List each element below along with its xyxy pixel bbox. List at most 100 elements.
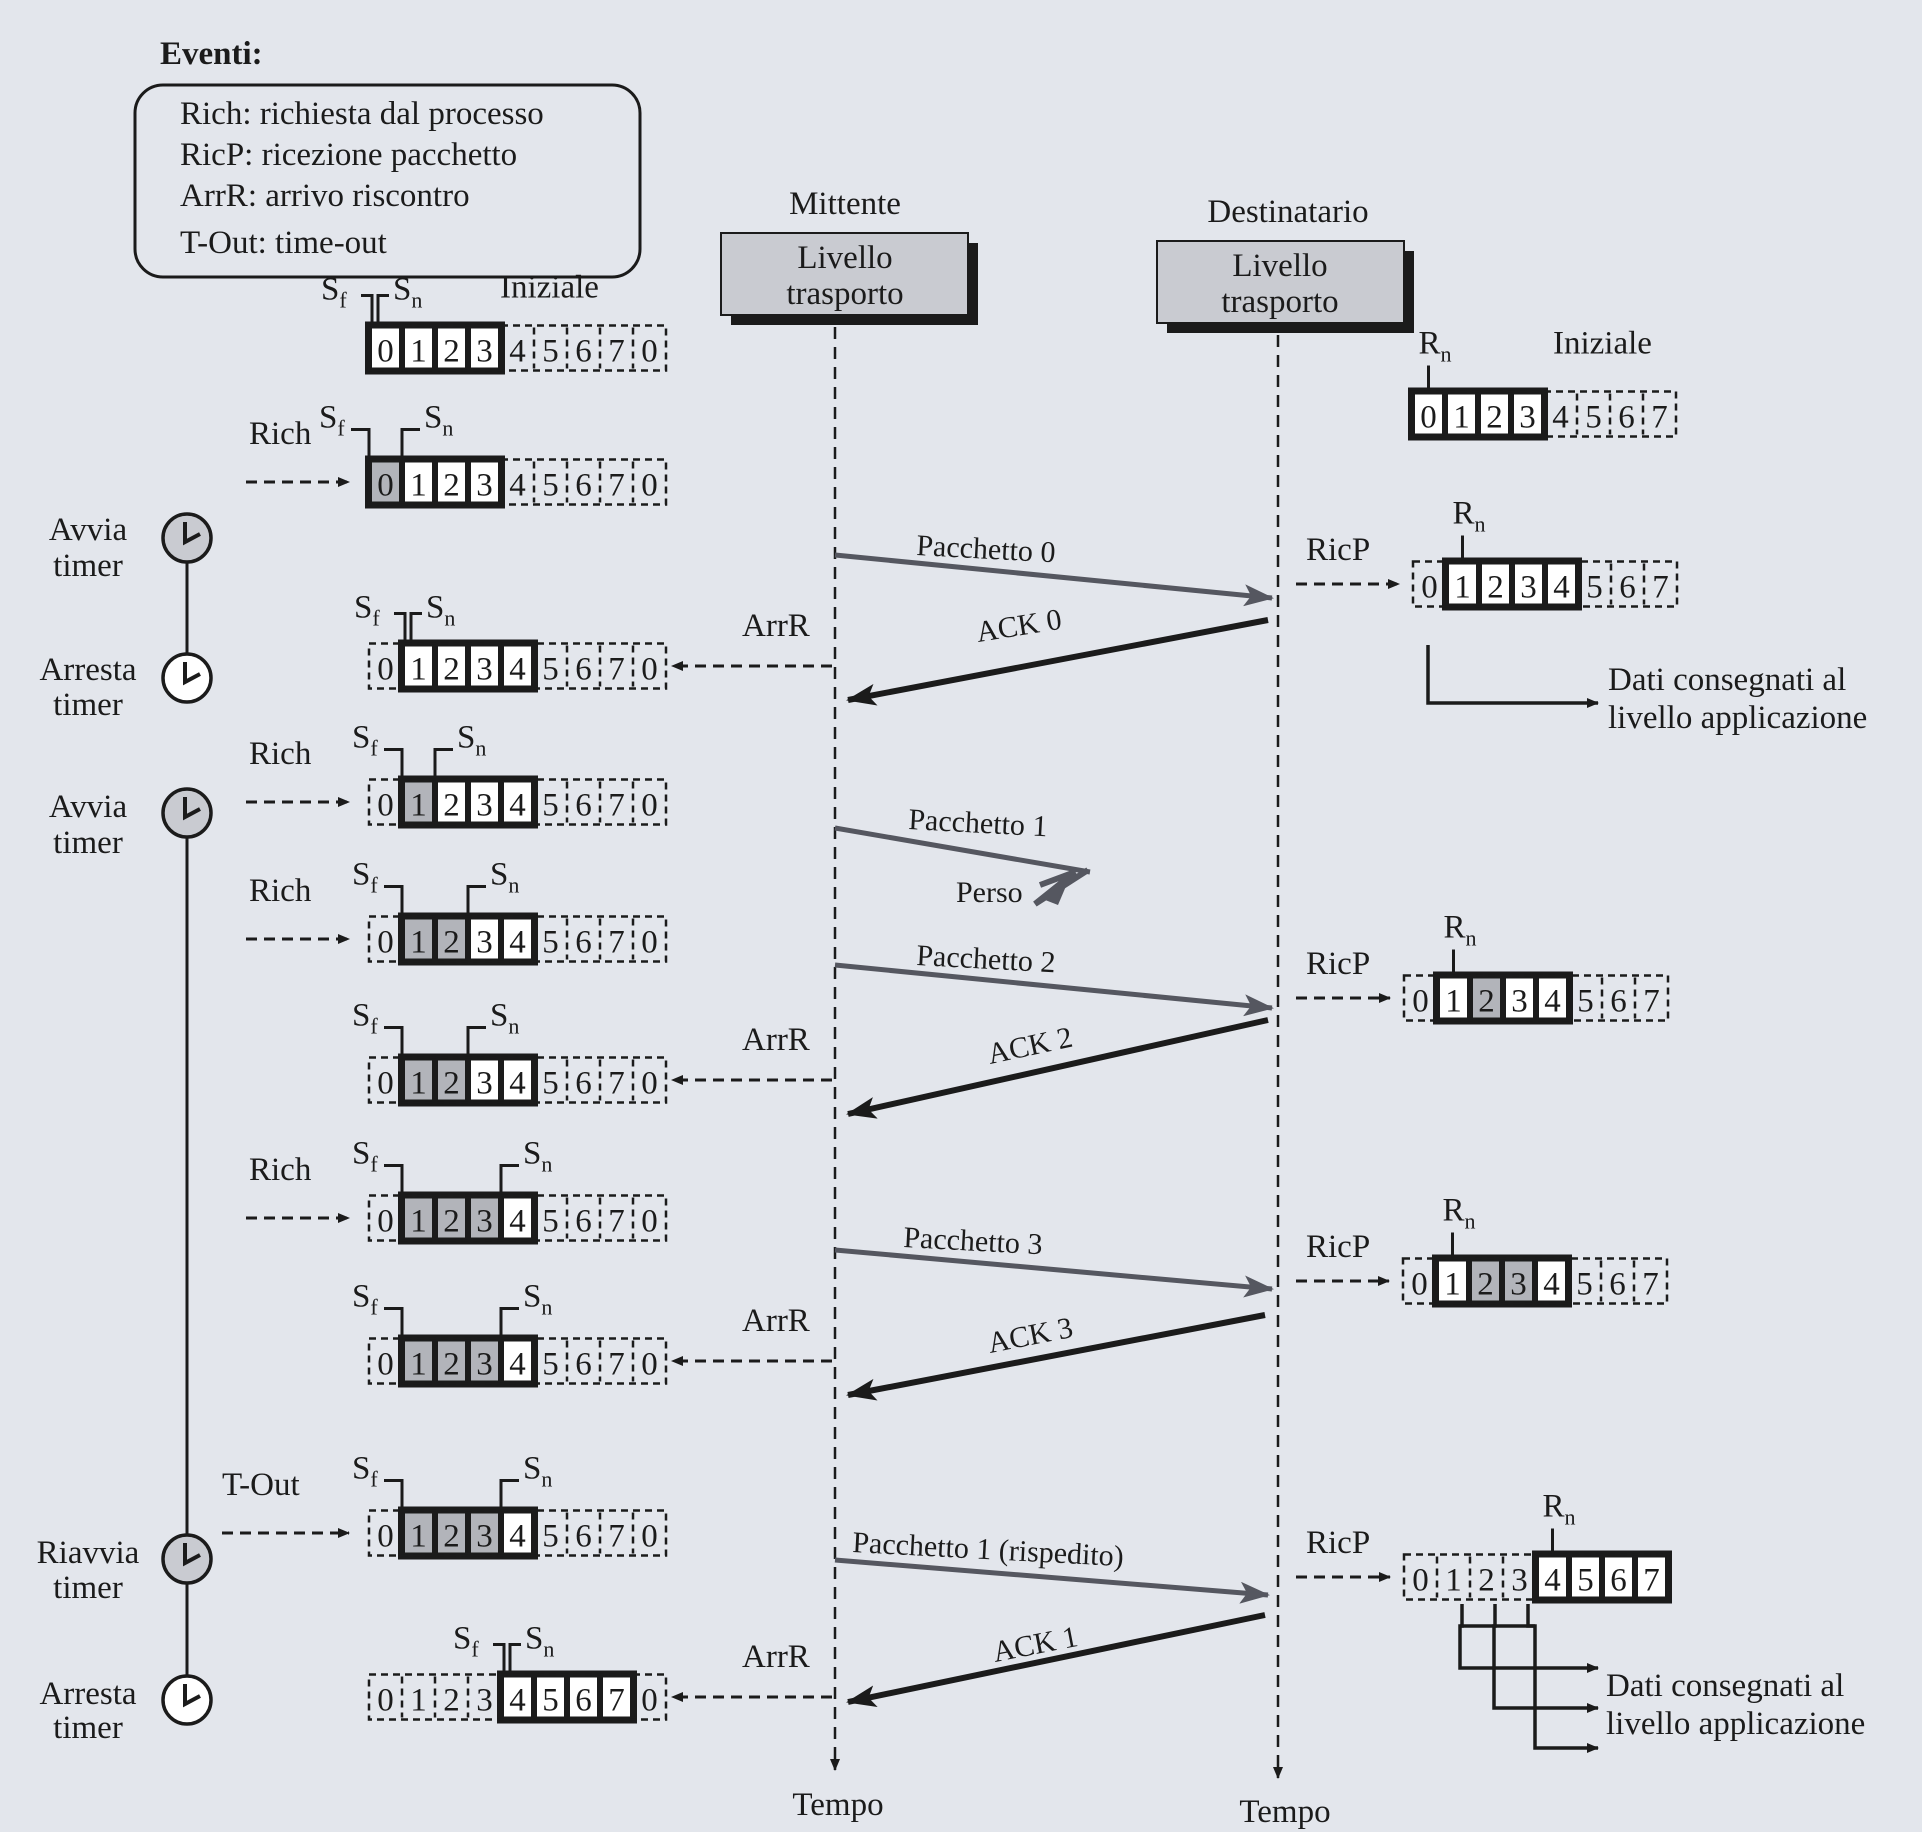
sequence-cell [504,646,531,686]
sequence-number: 6 [575,468,592,504]
sequence-number: 2 [1477,1267,1494,1303]
sequence-number: 0 [377,652,394,688]
sequence-cell [537,1677,564,1717]
sf-pointer [384,1307,404,1335]
sn-label: Sn [523,1279,552,1320]
sn-pointer [466,885,486,913]
message-arrow [834,1557,1270,1604]
sequence-number: 2 [443,1347,460,1383]
sequence-number: 0 [641,652,658,688]
ack-message: ACK 1 [846,1612,1266,1708]
sequence-cell [1481,394,1508,434]
clock-hands [183,662,201,686]
sequence-cell [438,328,465,368]
receiver-layer-line2: trasporto [1221,284,1338,320]
sequence-number: 1 [410,1066,427,1102]
sequence-number: 0 [1411,1267,1428,1303]
sequence-number: 4 [1544,1563,1561,1599]
lost-arrowhead [1040,872,1072,905]
sequence-number: 5 [542,1204,559,1240]
sequence-number: 3 [1511,984,1528,1020]
receiver-header: Destinatario Livello trasporto [1156,194,1414,333]
sequence-number: 1 [410,788,427,824]
sequence-number: 0 [1412,984,1429,1020]
event-request: Rich [246,1152,350,1223]
sender-box [720,232,969,316]
sequence-number: 1 [410,1683,427,1719]
sequence-number: 4 [509,1519,526,1555]
sn-label: Sn [525,1621,554,1662]
sequence-number: 4 [509,1347,526,1383]
message-label: Pacchetto 1 [908,803,1049,843]
sequence-cell [504,919,531,959]
event-label: RicP [1306,1229,1370,1265]
clock-hands [183,797,201,821]
event-ack-arrival: ArrR [671,1639,832,1702]
sequence-number: 2 [443,1683,460,1719]
sn-label: Sn [426,590,455,631]
event-label: Rich [249,736,312,772]
sequence-number: 0 [641,925,658,961]
sn-label: Sn [393,272,422,313]
timer-label-line1: Arresta [39,1676,136,1712]
sequence-number: 2 [443,1204,460,1240]
sequence-outline [367,778,668,826]
sn-label: Sn [424,400,453,441]
event-request: Rich [246,736,350,807]
sequence-number: 7 [1643,984,1660,1020]
ack-message: ACK 0 [846,603,1269,706]
receiver-role: Destinatario [1207,194,1368,230]
message-arrow [834,962,1274,1017]
sequence-number: 2 [443,1066,460,1102]
sequence-number: 1 [1454,570,1471,606]
sequence-number: 6 [1610,984,1627,1020]
sequence-cell [372,462,399,502]
sequence-number: 7 [608,652,625,688]
legend-title: Eventi: [160,36,263,72]
sequence-number: 0 [641,1066,658,1102]
sequence-number: 0 [377,1204,394,1240]
sequence-number: 3 [476,1066,493,1102]
sequence-cell [471,328,498,368]
sequence-number: 0 [641,1347,658,1383]
sequence-cell [1515,564,1542,604]
window-pointers: Sf Sn [352,1279,552,1335]
delivery-arrow [1526,1604,1599,1753]
sequence-number: 5 [1576,1267,1593,1303]
rn-label: Rn [1419,326,1452,367]
sequence-number: 3 [476,1347,493,1383]
sender-role: Mittente [789,186,901,222]
sender-header: Mittente Livello trasporto [720,186,978,325]
sequence-number: 1 [1445,984,1462,1020]
sequence-cell [438,1060,465,1100]
sequence-cell [438,1198,465,1238]
message-arrow [834,1247,1274,1298]
event-label: ArrR [742,608,810,644]
sequence-number: 2 [1478,1563,1495,1599]
message-label: Pacchetto 3 [903,1221,1044,1261]
sn-pointer [466,1026,486,1054]
sequence-cell [405,1513,432,1553]
sequence-cell [1539,1557,1566,1597]
sequence-number: 1 [410,468,427,504]
sequence-number: 7 [1651,400,1668,436]
sequence-number: 7 [608,468,625,504]
sf-label: Sf [352,1279,378,1320]
sequence-number: 3 [476,1204,493,1240]
sequence-cell [1638,1557,1665,1597]
legend-item: ArrR: arrivo riscontro [180,178,470,214]
sequence-cell [1448,394,1475,434]
sequence-number: 5 [542,468,559,504]
sequence-cell [1514,394,1541,434]
sequence-cell [471,919,498,959]
sequence-cell [405,646,432,686]
sequence-number: 3 [1511,1563,1528,1599]
delivery-line2: livello applicazione [1608,700,1867,736]
sequence-number: 0 [377,1683,394,1719]
